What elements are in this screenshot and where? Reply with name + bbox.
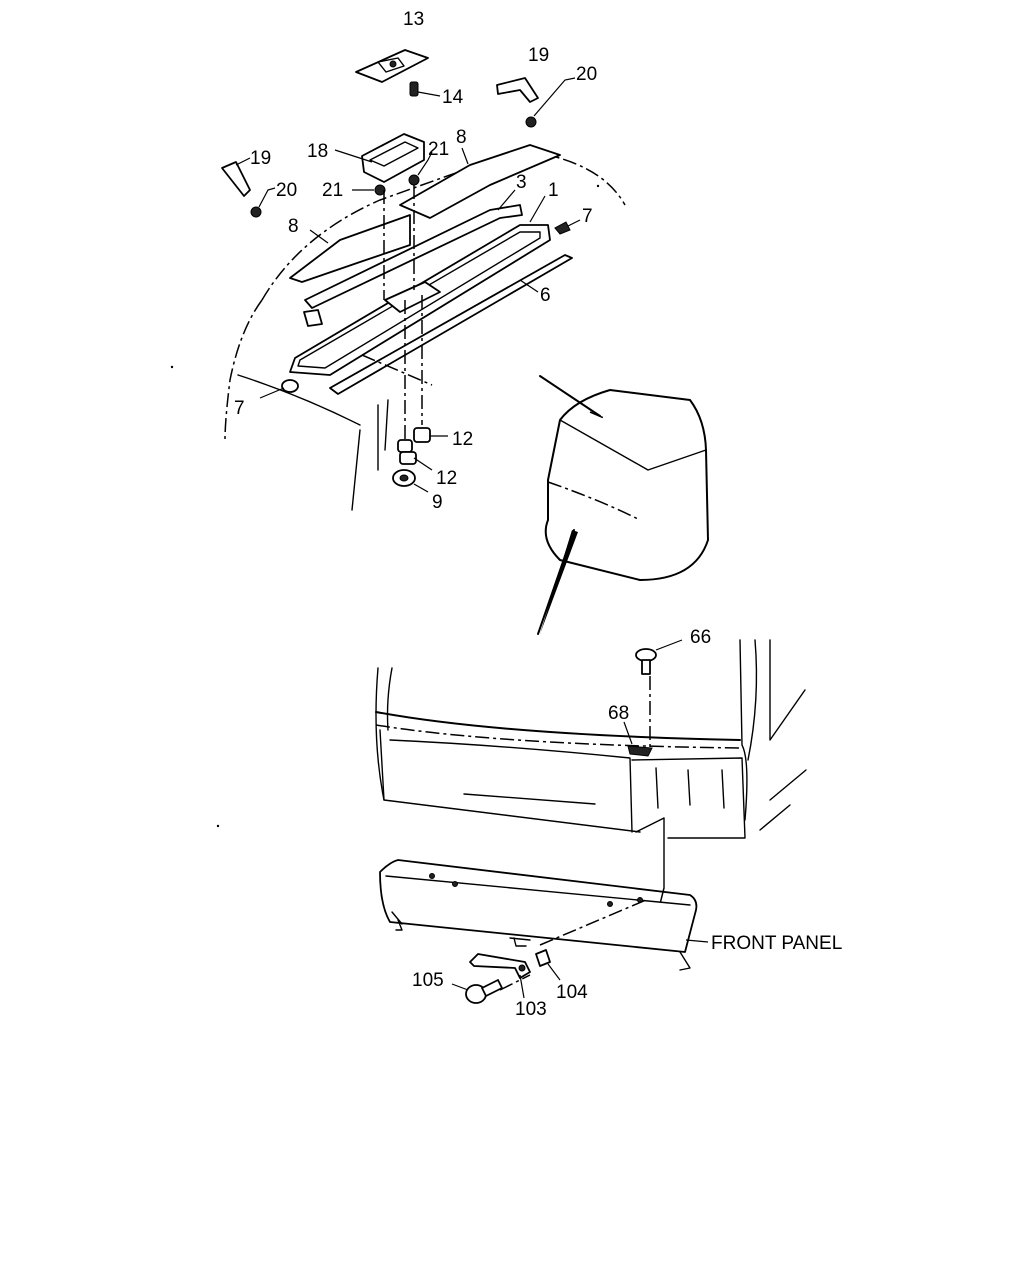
label-19-right: 19 (528, 45, 549, 66)
label-front-panel: FRONT PANEL (711, 933, 842, 954)
label-12-lower: 12 (436, 468, 457, 489)
part-68-clip (623, 721, 653, 757)
roof-outline (224, 149, 626, 511)
center-bracket (303, 281, 441, 327)
front-panel (379, 859, 709, 971)
label-13: 13 (403, 9, 424, 30)
label-6: 6 (540, 285, 551, 306)
part-13-bracket (355, 49, 429, 83)
label-21-left: 21 (322, 180, 343, 201)
label-20-left: 20 (276, 180, 297, 201)
part-12-nuts (397, 427, 448, 471)
label-1: 1 (548, 180, 559, 201)
scan-dots (170, 184, 600, 828)
part-6-molding (329, 254, 573, 395)
label-103: 103 (515, 999, 547, 1020)
part-103-bracket (469, 953, 531, 999)
part-105-bolt (451, 979, 503, 1004)
part-19-right-hinge (496, 77, 539, 103)
part-20-right-nut (525, 77, 576, 128)
part-18-housing (334, 133, 425, 183)
label-12-upper: 12 (452, 429, 473, 450)
part-19-left-hinge (221, 157, 251, 197)
part-8-right-glass (399, 144, 561, 219)
part-66-bolt (635, 639, 683, 748)
label-14: 14 (442, 87, 464, 108)
part-104-clip (535, 949, 561, 981)
label-68: 68 (608, 703, 629, 724)
vehicle-overview (537, 375, 709, 635)
part-7-left-plug (259, 379, 299, 399)
part-7-right-plug (554, 219, 581, 235)
label-9: 9 (432, 492, 443, 513)
label-20-right: 20 (576, 64, 597, 85)
assembly-guides (361, 185, 433, 440)
part-20-left-nut (250, 187, 276, 218)
label-3: 3 (516, 172, 527, 193)
label-66: 66 (690, 627, 711, 648)
callout-labels: 13 14 19 20 8 18 21 19 20 21 3 1 7 8 6 7… (234, 9, 842, 1020)
part-14-bolt (409, 81, 441, 97)
label-8-right: 8 (456, 127, 467, 148)
label-21-right: 21 (428, 139, 449, 160)
label-18: 18 (307, 141, 328, 162)
label-19-left: 19 (250, 148, 271, 169)
label-7-left: 7 (234, 398, 245, 419)
part-8-left-glass (289, 214, 411, 283)
front-body (375, 639, 807, 889)
label-7-right: 7 (582, 206, 593, 227)
label-105: 105 (412, 970, 444, 991)
part-21-clips (352, 151, 433, 196)
part-3-seal (304, 189, 523, 309)
label-104: 104 (556, 982, 588, 1003)
part-9-grommet (392, 469, 429, 493)
front-guides (499, 887, 665, 991)
label-8-left: 8 (288, 216, 299, 237)
